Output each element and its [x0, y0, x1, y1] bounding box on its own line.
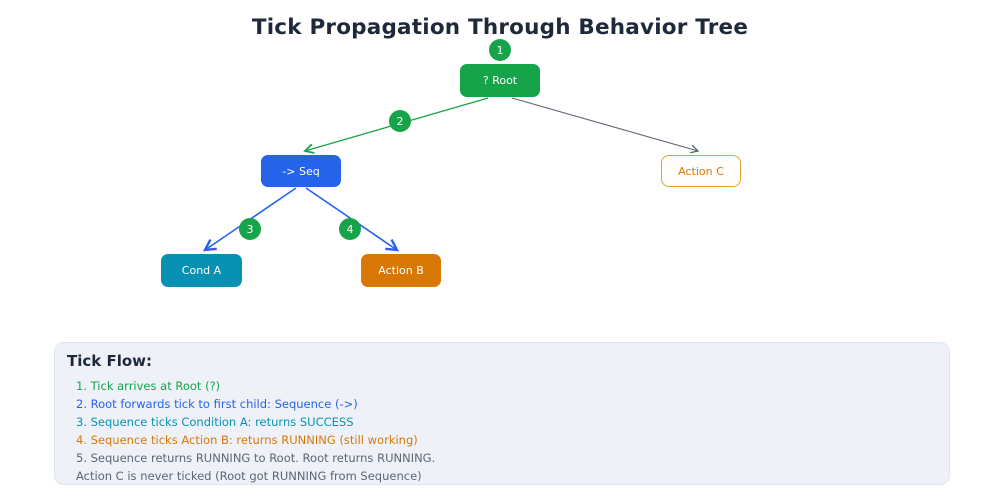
node-sequence: -> Seq — [261, 155, 341, 187]
tick-badge-3: 3 — [239, 218, 261, 240]
tick-flow-step-2: 2. Root forwards tick to first child: Se… — [76, 397, 358, 411]
tick-flow-step-1: 1. Tick arrives at Root (?) — [76, 379, 221, 393]
tick-flow-step-5: 5. Sequence returns RUNNING to Root. Roo… — [76, 451, 436, 465]
tick-badge-1: 1 — [489, 39, 511, 61]
node-cond-a: Cond A — [161, 254, 242, 287]
page-title: Tick Propagation Through Behavior Tree — [251, 15, 749, 40]
tick-badge-2: 2 — [389, 110, 411, 132]
edge-root-to-action-c — [511, 97, 700, 154]
node-action-b: Action B — [361, 254, 441, 287]
tick-badge-4: 4 — [339, 218, 361, 240]
node-root: ? Root — [460, 64, 540, 97]
tick-flow-step-4: 4. Sequence ticks Action B: returns RUNN… — [76, 433, 418, 447]
tick-flow-note: Action C is never ticked (Root got RUNNI… — [76, 469, 422, 483]
tick-flow-heading: Tick Flow: — [67, 352, 153, 370]
node-action-c: Action C — [661, 155, 741, 187]
tick-flow-step-3: 3. Sequence ticks Condition A: returns S… — [76, 415, 354, 429]
tick-flow-panel: Tick Flow: 1. Tick arrives at Root (?) 2… — [54, 342, 950, 485]
